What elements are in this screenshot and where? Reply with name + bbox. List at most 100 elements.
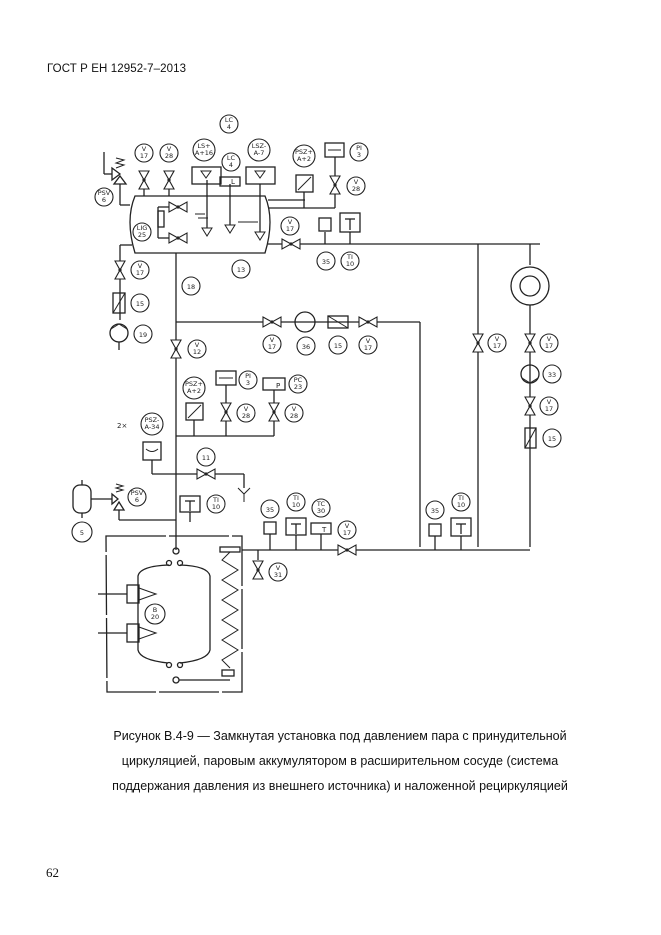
svg-text:PSZ+: PSZ+ (295, 148, 313, 156)
pressure-tank-5 (72, 480, 176, 521)
svg-text:35: 35 (322, 258, 330, 266)
svg-text:17: 17 (140, 152, 148, 160)
tag-psz-a34: PSZ-A-34 (140, 412, 164, 436)
svg-text:TI: TI (292, 494, 299, 502)
tag-ls-a16: LS+A+16 (192, 138, 216, 162)
svg-text:V: V (292, 405, 297, 413)
svg-text:17: 17 (136, 269, 144, 277)
svg-text:LIG: LIG (137, 224, 148, 232)
svg-text:A-34: A-34 (145, 423, 160, 431)
svg-text:17: 17 (545, 405, 553, 413)
svg-text:28: 28 (352, 185, 360, 193)
figure-caption: Рисунок В.4-9 — Замкнутая установка под … (70, 724, 610, 799)
filter-15-mid (327, 315, 349, 329)
svg-text:3: 3 (357, 151, 361, 159)
tag-v17-right-1: V17 (487, 333, 507, 353)
svg-text:V: V (547, 335, 552, 343)
tag-v31: V31 (268, 562, 288, 582)
caption-line: Рисунок В.4-9 — Замкнутая установка под … (113, 729, 567, 743)
svg-text:36: 36 (302, 343, 310, 351)
valve-v28-top-right (329, 175, 341, 195)
svg-text:10: 10 (457, 501, 465, 509)
temperature-letter: T (321, 526, 327, 534)
tag-v28-top: V28 (159, 143, 179, 163)
svg-text:15: 15 (136, 300, 144, 308)
level-gauge-lig25 (157, 201, 188, 244)
svg-text:TI: TI (212, 496, 219, 504)
svg-text:20: 20 (151, 613, 159, 621)
tag-35-top: 35 (316, 251, 336, 271)
svg-text:PI: PI (245, 372, 251, 380)
valve-v31 (252, 560, 264, 580)
svg-text:V: V (138, 262, 143, 270)
valve-v17-mid-2 (358, 316, 378, 328)
valve-v12 (170, 339, 182, 359)
svg-text:30: 30 (317, 507, 325, 515)
svg-text:PC: PC (294, 376, 303, 384)
svg-text:19: 19 (139, 331, 147, 339)
svg-text:V: V (244, 405, 249, 413)
svg-text:LC: LC (225, 116, 234, 124)
svg-text:5: 5 (80, 529, 84, 537)
tag-11: 11 (196, 447, 216, 467)
tag-v17-low: V17 (337, 520, 357, 540)
svg-text:15: 15 (548, 435, 556, 443)
tag-b20: B20 (144, 603, 166, 625)
tag-35-low: 35 (260, 499, 280, 519)
tag-v17-right-3: V17 (539, 396, 559, 416)
svg-text:10: 10 (346, 260, 354, 268)
svg-text:4: 4 (229, 161, 233, 169)
svg-text:10: 10 (212, 503, 220, 511)
page-number: 62 (46, 865, 59, 880)
tag-pi3-top: PI3 (349, 142, 369, 162)
tag-19: 19 (133, 324, 153, 344)
svg-text:LSZ-: LSZ- (252, 142, 267, 150)
valve-11 (196, 468, 216, 480)
tag-v17-right-2: V17 (539, 333, 559, 353)
temp-indicator-low (179, 495, 201, 522)
tag-v28-mid-1: V28 (236, 403, 256, 423)
tag-15-mid: 15 (328, 335, 348, 355)
svg-text:28: 28 (290, 412, 298, 420)
svg-text:17: 17 (343, 529, 351, 537)
svg-text:25: 25 (138, 231, 146, 239)
svg-text:A+2: A+2 (297, 155, 311, 163)
valve-v28-top (163, 170, 175, 190)
tag-5: 5 (71, 521, 93, 543)
svg-text:31: 31 (274, 571, 282, 579)
svg-text:V: V (276, 564, 281, 572)
safety-valve-top (103, 152, 130, 206)
valve-v17-right-1 (472, 333, 484, 353)
svg-text:4: 4 (227, 123, 231, 131)
svg-text:28: 28 (165, 152, 173, 160)
svg-text:10: 10 (292, 501, 300, 509)
tag-v17-top: V17 (134, 143, 154, 163)
tag-15-right: 15 (542, 428, 562, 448)
svg-text:V: V (366, 337, 371, 345)
tag-v17-mid-2: V17 (358, 335, 378, 355)
caption-line: циркуляцией, паровым аккумулятором в рас… (121, 754, 559, 768)
svg-text:13: 13 (237, 266, 245, 274)
svg-text:33: 33 (548, 371, 556, 379)
svg-text:V: V (547, 398, 552, 406)
tag-psz-a2-top: PSZ+A+2 (292, 144, 316, 168)
svg-text:18: 18 (187, 283, 195, 291)
svg-text:PSZ-: PSZ- (145, 416, 160, 424)
svg-text:V: V (354, 178, 359, 186)
tag-v12: V12 (187, 339, 207, 359)
filter-15-right (524, 427, 537, 449)
valve-v17-mid-1 (262, 316, 282, 328)
svg-text:17: 17 (545, 342, 553, 350)
svg-text:V: V (195, 341, 200, 349)
tag-lc4-top: LC4 (219, 114, 239, 134)
tag-v28-top-right: V28 (346, 176, 366, 196)
svg-text:PSV: PSV (131, 489, 144, 497)
